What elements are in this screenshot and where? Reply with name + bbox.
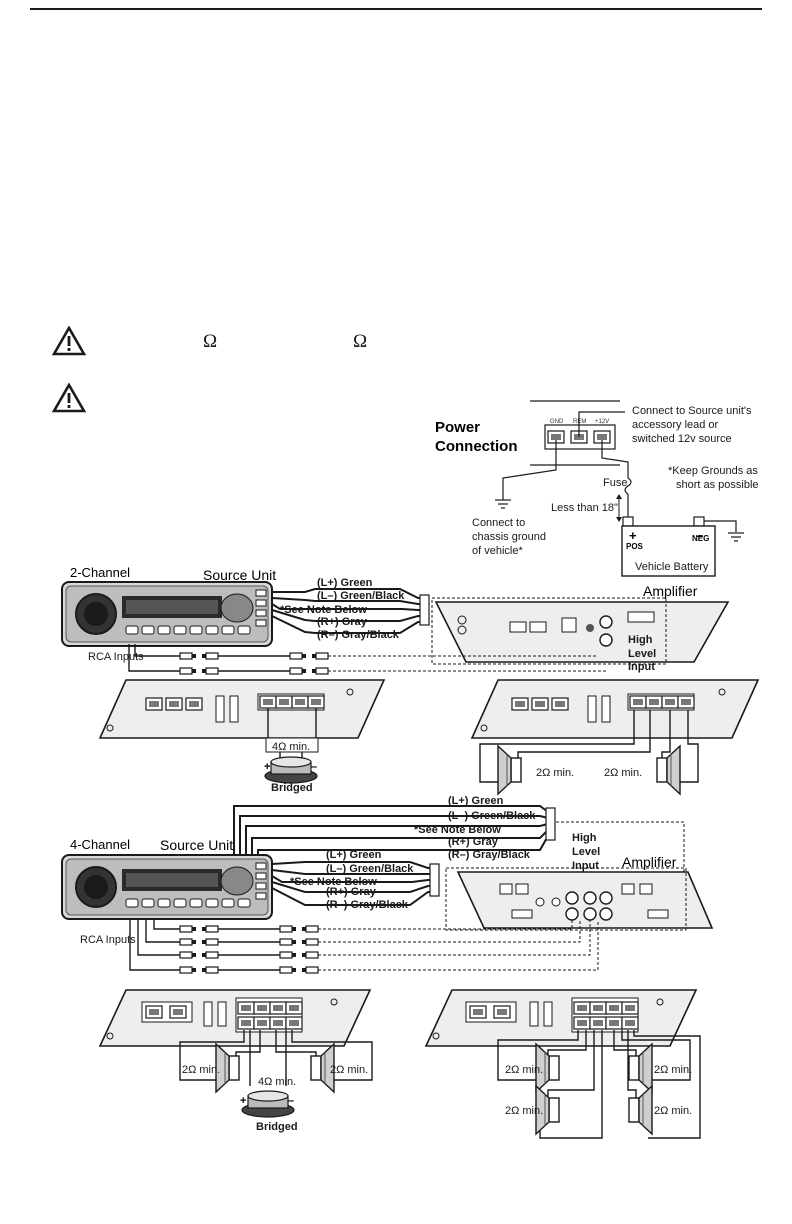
- warning-icon: [52, 383, 86, 413]
- pos-label: POS: [626, 542, 644, 551]
- high-level-input-label: High: [628, 634, 653, 646]
- high-level-input-label: Level: [628, 648, 656, 660]
- speaker-icon: [628, 1043, 653, 1093]
- distance-label: Less than 18": [551, 502, 618, 514]
- load-label: 4Ω min.: [258, 1076, 296, 1088]
- grounds-note: short as possible: [676, 479, 759, 491]
- distance-arrow: [616, 494, 622, 522]
- source-note: accessory lead or: [632, 419, 719, 431]
- source-unit-label: Source Unit: [203, 567, 276, 583]
- chassis-note: chassis ground: [472, 531, 546, 543]
- plus-sign: +: [264, 761, 270, 773]
- subwoofer-icon: [264, 756, 318, 784]
- rca-label: RCA Inputs: [80, 934, 136, 946]
- wire-harness: [233, 805, 549, 856]
- load-label: 2Ω min.: [654, 1105, 692, 1117]
- source-unit-radio: [61, 581, 273, 647]
- power-connection: GND REM +12V Power Connection Connect to…: [435, 400, 759, 577]
- load-label: 2Ω min.: [505, 1064, 543, 1076]
- wire-label: *See Note Below: [414, 824, 501, 836]
- wire-label: *See Note Below: [280, 604, 367, 616]
- wire-label: (R+) Gray: [448, 836, 499, 848]
- source-note: switched 12v source: [632, 433, 732, 445]
- subwoofer-icon: [241, 1090, 295, 1118]
- wire-label: (L+) Green: [317, 577, 373, 589]
- four-channel-section: (L+) Green (L–) Green/Black *See Note Be…: [61, 795, 714, 1139]
- speaker-icon: [628, 1085, 653, 1135]
- chassis-note: of vehicle*: [472, 545, 523, 557]
- ground-symbol: [728, 532, 744, 542]
- wire-label: (R–) Gray/Black: [317, 629, 400, 641]
- warning-icon: [52, 326, 86, 356]
- fuse-icon: [624, 477, 632, 495]
- wire-label: (L–) Green/Black: [317, 590, 405, 602]
- section-heading: 4-Channel: [70, 837, 130, 852]
- terminal-label: GND: [550, 419, 564, 425]
- ground-symbol: [495, 499, 511, 509]
- load-label: 2Ω min.: [505, 1105, 543, 1117]
- section-heading: 2-Channel: [70, 565, 130, 580]
- source-note: Connect to Source unit's: [632, 405, 752, 417]
- high-level-input-label: Input: [572, 860, 599, 872]
- load-label: 4Ω min.: [272, 741, 310, 753]
- ohm-symbol: Ω: [353, 331, 368, 352]
- grounds-note: *Keep Grounds as: [668, 465, 758, 477]
- neg-label: NEG: [692, 534, 709, 543]
- wire-label: (L+) Green: [326, 849, 382, 861]
- wire-label: (R+) Gray: [317, 616, 368, 628]
- wire-label: *See Note Below: [290, 876, 377, 888]
- power-terminal-block: GND REM +12V: [544, 419, 616, 450]
- load-label: 2Ω min.: [536, 767, 574, 779]
- vehicle-battery: + POS – NEG Vehicle Battery: [621, 516, 716, 577]
- ohm-symbol: Ω: [203, 331, 218, 352]
- bridged-label: Bridged: [271, 782, 313, 794]
- load-label: 2Ω min.: [182, 1064, 220, 1076]
- wire-label: (R–) Gray/Black: [326, 899, 409, 911]
- bridged-amplifier: [98, 679, 386, 739]
- rca-label: RCA Inputs: [88, 651, 144, 663]
- wire-label: (R–) Gray/Black: [448, 849, 531, 861]
- chassis-note: Connect to: [472, 517, 525, 529]
- amplifier-label: Amplifier: [622, 854, 677, 870]
- fuse-label: Fuse: [603, 477, 627, 489]
- load-label: 2Ω min.: [330, 1064, 368, 1076]
- high-level-input-label: Input: [628, 661, 655, 673]
- four-channel-amplifier-bridged: [98, 989, 372, 1047]
- terminal-label: +12V: [595, 419, 609, 425]
- battery-label: Vehicle Battery: [635, 561, 709, 573]
- source-unit-radio: [61, 854, 273, 920]
- pos-sign: +: [629, 528, 637, 543]
- wire-label: (L–) Green/Black: [326, 863, 414, 875]
- speaker-icon: [656, 745, 681, 795]
- two-channel-section: 2-Channel Source Unit (L+) Green (L–) Gr…: [61, 565, 760, 795]
- bridged-label: Bridged: [256, 1121, 298, 1133]
- wire-label: (L+) Green: [448, 795, 504, 807]
- amplifier-label: Amplifier: [643, 583, 698, 599]
- power-title: Power: [435, 419, 480, 436]
- amplifier-body: [434, 601, 730, 663]
- wire-label: (L–) Green/Black: [448, 810, 536, 822]
- source-unit-label: Source Unit: [160, 837, 233, 853]
- power-title: Connection: [435, 438, 518, 455]
- load-label: 2Ω min.: [654, 1064, 692, 1076]
- minus-sign: –: [311, 761, 317, 773]
- neg-sign: –: [696, 528, 703, 543]
- load-label: 2Ω min.: [604, 767, 642, 779]
- high-level-input-label: High: [572, 832, 597, 844]
- minus-sign: –: [288, 1095, 294, 1107]
- top-rule: [30, 8, 762, 10]
- plus-sign: +: [240, 1095, 246, 1107]
- high-level-input-label: Level: [572, 846, 600, 858]
- terminal-label: REM: [573, 419, 586, 425]
- wire-label: (R+) Gray: [326, 886, 377, 898]
